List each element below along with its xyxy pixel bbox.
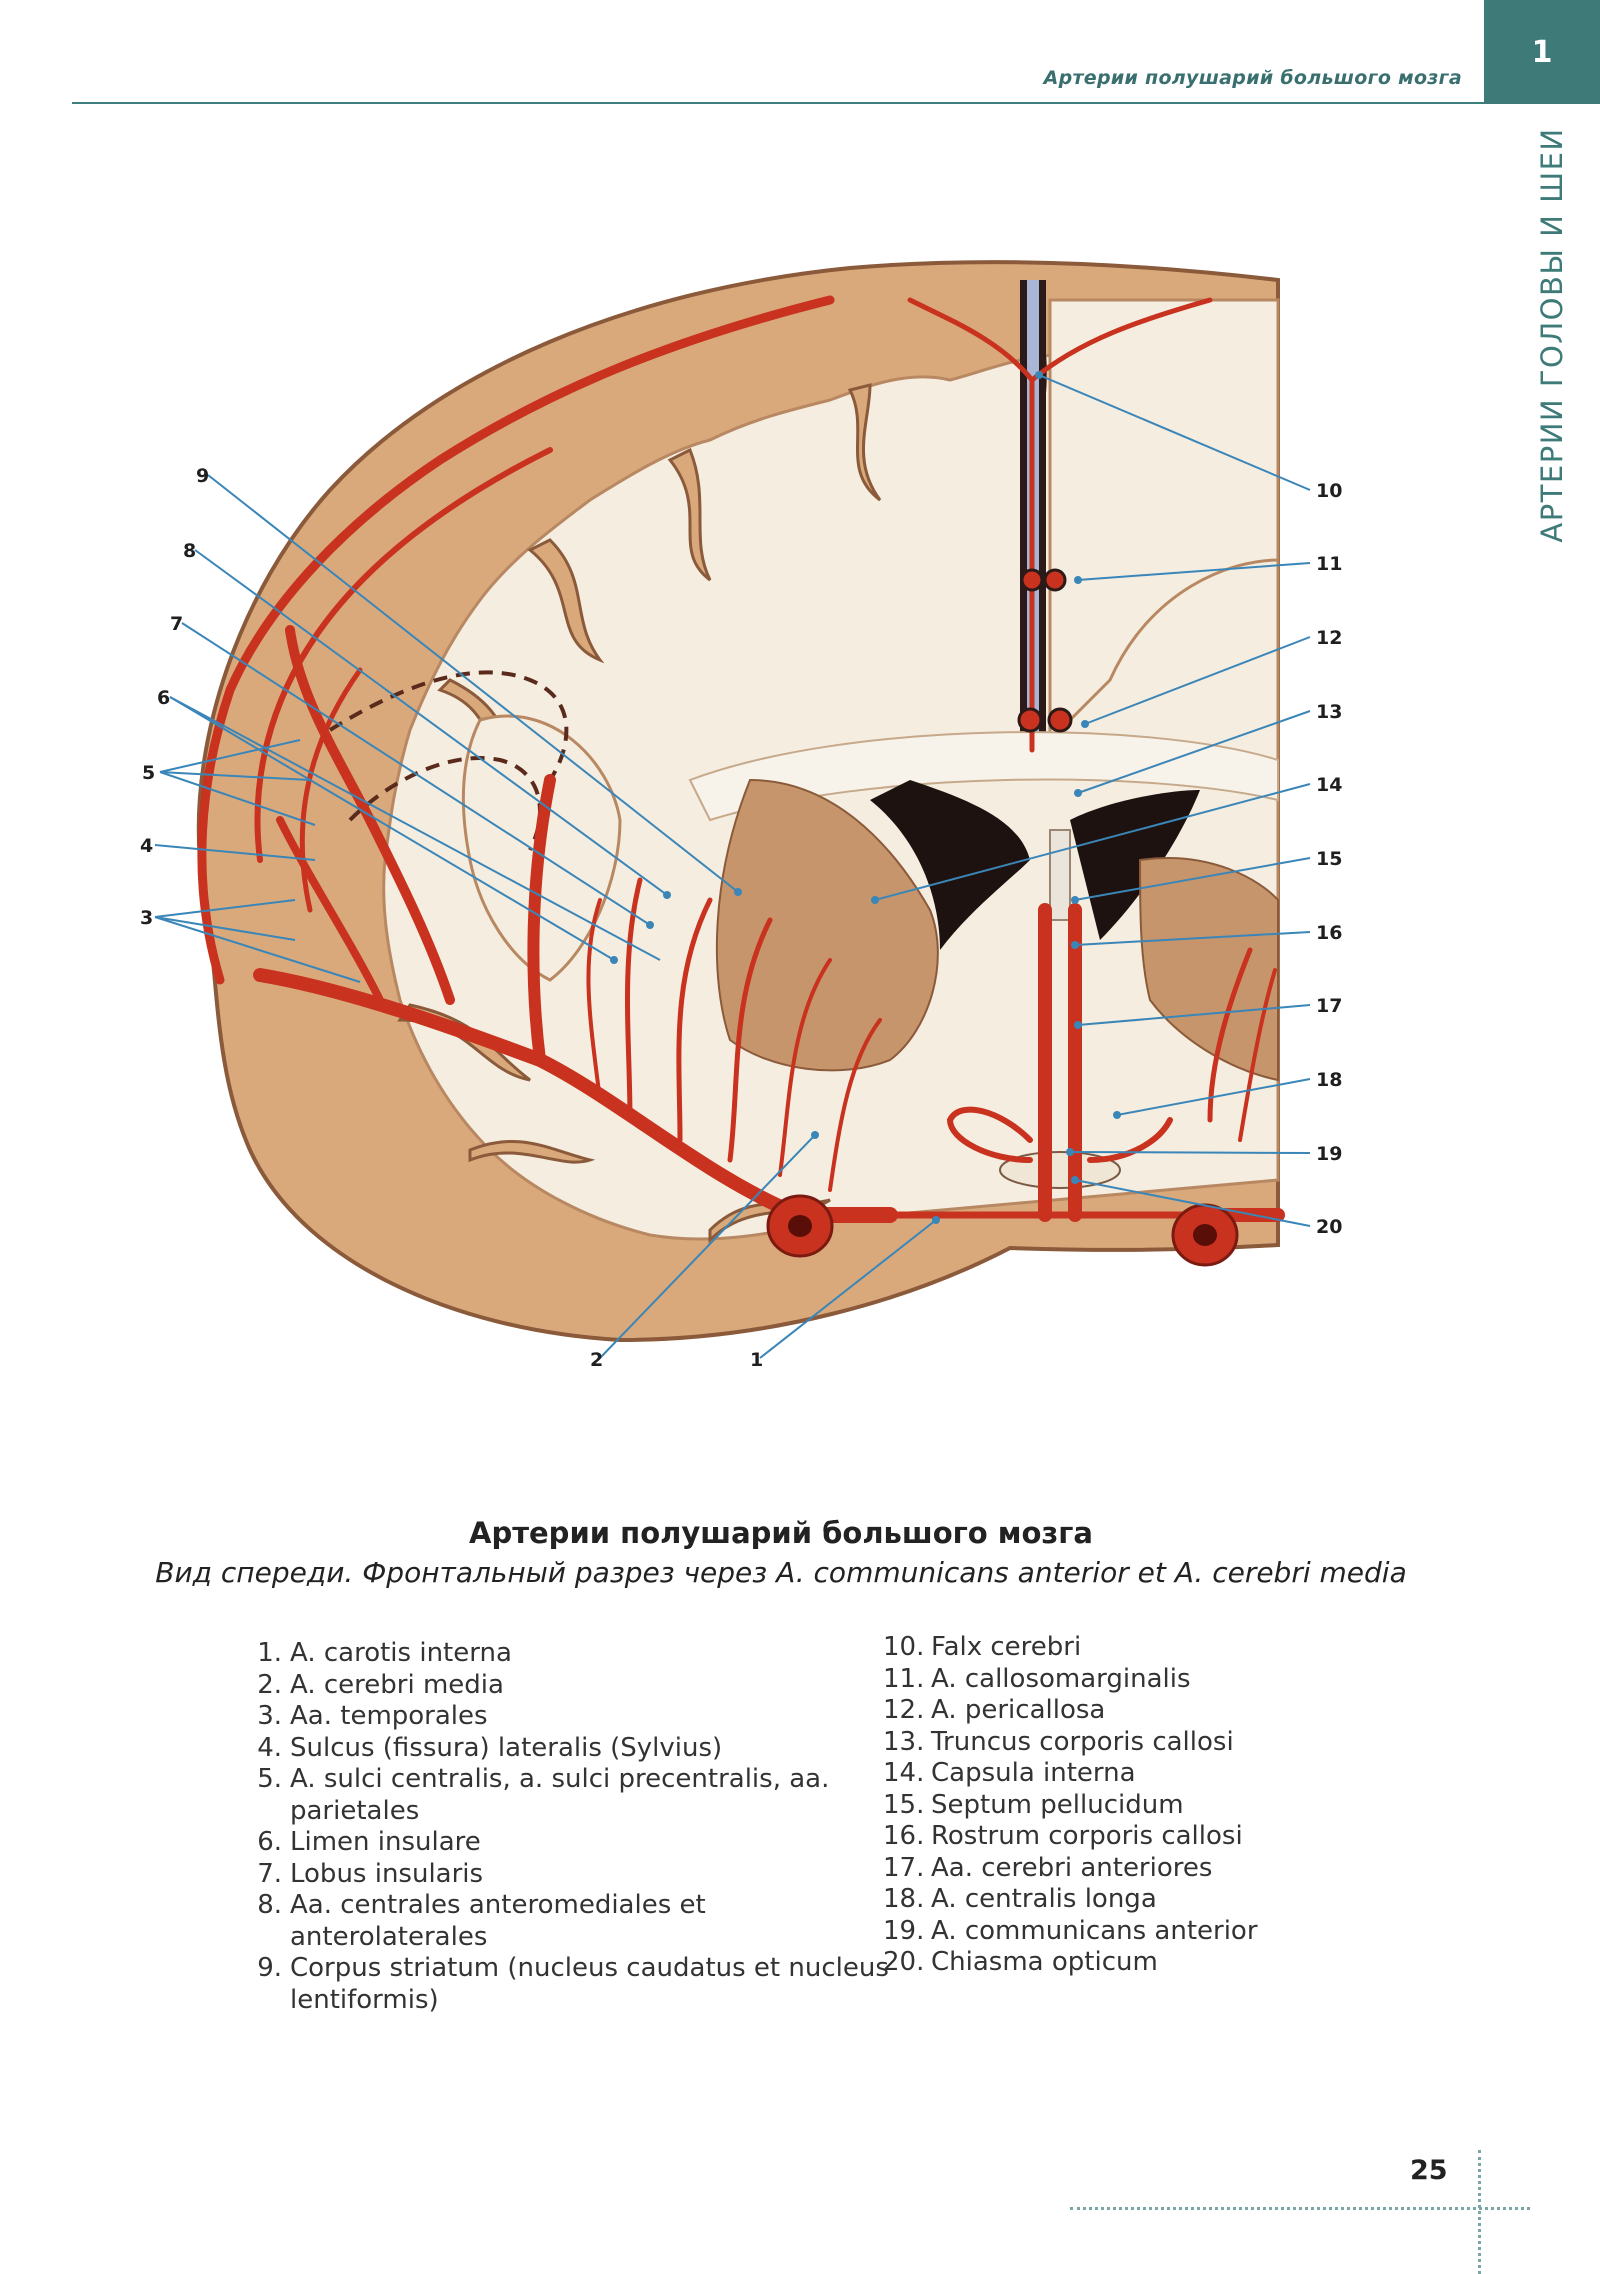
header-rule — [72, 102, 1484, 104]
callout-8: 8 — [183, 540, 196, 562]
chapter-tab: 1 — [1484, 0, 1600, 104]
callout-10: 10 — [1316, 480, 1342, 502]
legend-item: 3.Aa. temporales — [257, 1701, 488, 1731]
legend-item: 14.Capsula interna — [883, 1758, 1136, 1788]
legend-item: 17.Aa. cerebri anteriores — [883, 1852, 1213, 1883]
legend-left: 1.A. carotis interna 2.A. cerebri media … — [254, 1638, 894, 2016]
callout-18: 18 — [1316, 1069, 1342, 1091]
callout-1: 1 — [750, 1349, 763, 1371]
figure-subtitle: Вид спереди. Фронтальный разрез через A.… — [155, 1556, 1407, 1589]
septum-pellucidum — [1049, 829, 1071, 921]
callout-16: 16 — [1316, 922, 1342, 944]
callout-2: 2 — [590, 1349, 603, 1371]
leader-dots — [610, 371, 1121, 1224]
legend-item: 20.Chiasma opticum — [883, 1947, 1158, 1977]
callout-9: 9 — [196, 465, 209, 487]
legend-item: 8.Aa. centrales anteromediales et antero… — [257, 1890, 706, 1952]
legend-item: 1.A. carotis interna — [257, 1638, 512, 1668]
callout-4: 4 — [140, 835, 153, 857]
chapter-number: 1 — [1531, 34, 1553, 70]
side-section-label: АРТЕРИИ ГОЛОВЫ И ШЕИ — [1535, 127, 1569, 543]
legend-item: 12.A. pericallosa — [883, 1695, 1106, 1725]
leader-lines — [154, 374, 1311, 1359]
legend-item: 19.A. communicans anterior — [883, 1915, 1258, 1946]
callout-13: 13 — [1316, 701, 1342, 723]
legend-item: 4.Sulcus (fissura) lateralis (Sylvius) — [257, 1732, 723, 1763]
callout-3: 3 — [140, 907, 153, 929]
legend-item: 5.A. sulci centralis, a. sulci precentra… — [257, 1764, 830, 1826]
callout-12: 12 — [1316, 627, 1342, 649]
legend-item: 11.A. callosomarginalis — [883, 1663, 1191, 1694]
footer-dotted-rule — [1070, 2207, 1530, 2210]
legend-item: 7.Lobus insularis — [257, 1858, 484, 1889]
legend-right: 10.Falx cerebri 11.A. callosomarginalis … — [883, 1632, 1443, 1979]
callout-15: 15 — [1316, 848, 1342, 870]
brain-section-illustration: 1 2 3 4 5 6 7 8 9 10 11 12 13 14 15 16 1… — [140, 260, 1380, 1400]
legend-item: 9.Corpus striatum (nucleus caudatus et n… — [257, 1953, 889, 2015]
callout-14: 14 — [1316, 774, 1342, 796]
corpus-striatum — [715, 778, 939, 1072]
callout-5: 5 — [142, 762, 155, 784]
callout-19: 19 — [1316, 1143, 1342, 1165]
lateral-ventricle-left — [870, 780, 1030, 950]
brain-svg: 1 2 3 4 5 6 7 8 9 10 11 12 13 14 15 16 1… — [140, 260, 1342, 1371]
running-title: Артерии полушарий большого мозга — [1043, 67, 1462, 89]
legend-item: 16.Rostrum corporis callosi — [883, 1821, 1243, 1851]
callout-20: 20 — [1316, 1216, 1342, 1238]
legend-item: 13.Truncus corporis callosi — [883, 1726, 1234, 1757]
legend-item: 10.Falx cerebri — [883, 1632, 1082, 1662]
legend-item: 2.A. cerebri media — [257, 1669, 504, 1700]
callout-11: 11 — [1316, 553, 1342, 575]
figure-title: Артерии полушарий большого мозга — [469, 1516, 1093, 1550]
lateral-ventricle-right — [1070, 790, 1200, 940]
callout-7: 7 — [170, 613, 183, 635]
corpus-callosum — [688, 731, 1279, 822]
callout-6: 6 — [157, 687, 170, 709]
callout-17: 17 — [1316, 995, 1342, 1017]
page-number: 25 — [1410, 2155, 1448, 2186]
footer-dotted-vertical-rule — [1478, 2150, 1481, 2274]
legend-item: 6.Limen insulare — [257, 1827, 481, 1857]
legend-item: 18.A. centralis longa — [883, 1884, 1157, 1914]
legend-item: 15.Septum pellucidum — [883, 1789, 1184, 1820]
